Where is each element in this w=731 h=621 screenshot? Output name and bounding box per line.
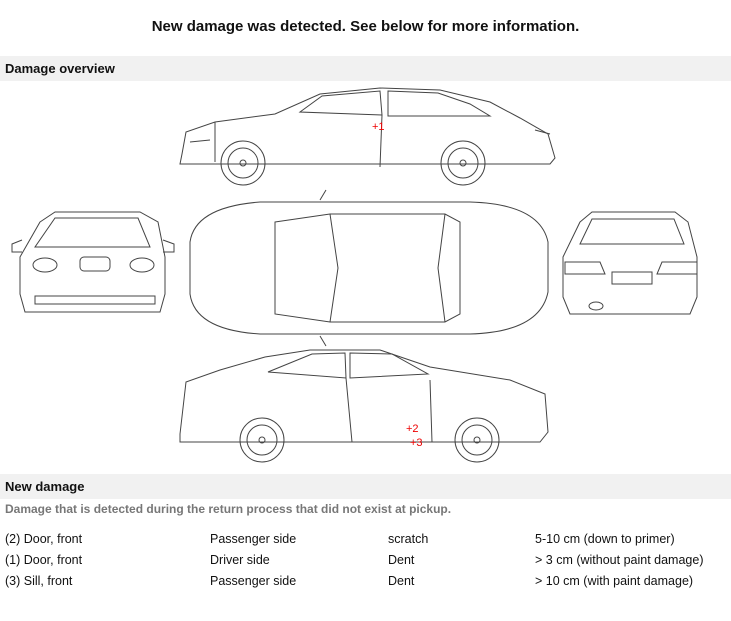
- damage-size: > 10 cm (with paint damage): [535, 574, 694, 588]
- damage-marker-3: +3: [410, 437, 423, 449]
- damage-part: (3) Sill, front: [5, 574, 73, 588]
- damage-marker-1: +1: [372, 121, 385, 133]
- car-top-view: [189, 189, 549, 347]
- car-side-view-driver: [179, 87, 556, 186]
- damage-type: Dent: [388, 553, 415, 567]
- damage-part: (2) Door, front: [5, 532, 83, 546]
- new-damage-heading: New damage: [0, 474, 731, 499]
- new-damage-table: (2) Door, front Passenger side scratch 5…: [5, 532, 727, 595]
- damage-side: Passenger side: [210, 532, 297, 546]
- damage-alert-banner: New damage was detected. See below for m…: [151, 18, 580, 35]
- damage-marker-2: +2: [406, 423, 419, 435]
- car-damage-diagram: +1 +2 +3: [11, 87, 698, 463]
- damage-part: (1) Door, front: [5, 553, 83, 567]
- table-row: (2) Door, front Passenger side scratch 5…: [5, 532, 727, 553]
- damage-type: scratch: [388, 532, 429, 546]
- table-row: (1) Door, front Driver side Dent > 3 cm …: [5, 553, 727, 574]
- damage-overview-heading: Damage overview: [0, 56, 731, 81]
- table-row: (3) Sill, front Passenger side Dent > 10…: [5, 574, 727, 595]
- damage-size: > 3 cm (without paint damage): [535, 553, 704, 567]
- damage-side: Driver side: [210, 553, 270, 567]
- damage-size: 5-10 cm (down to primer): [535, 532, 675, 546]
- damage-side: Passenger side: [210, 574, 297, 588]
- new-damage-description: Damage that is detected during the retur…: [5, 502, 452, 516]
- car-front-view: [11, 211, 175, 313]
- damage-type: Dent: [388, 574, 415, 588]
- car-rear-view: [562, 211, 698, 315]
- car-side-view-passenger: [179, 349, 549, 463]
